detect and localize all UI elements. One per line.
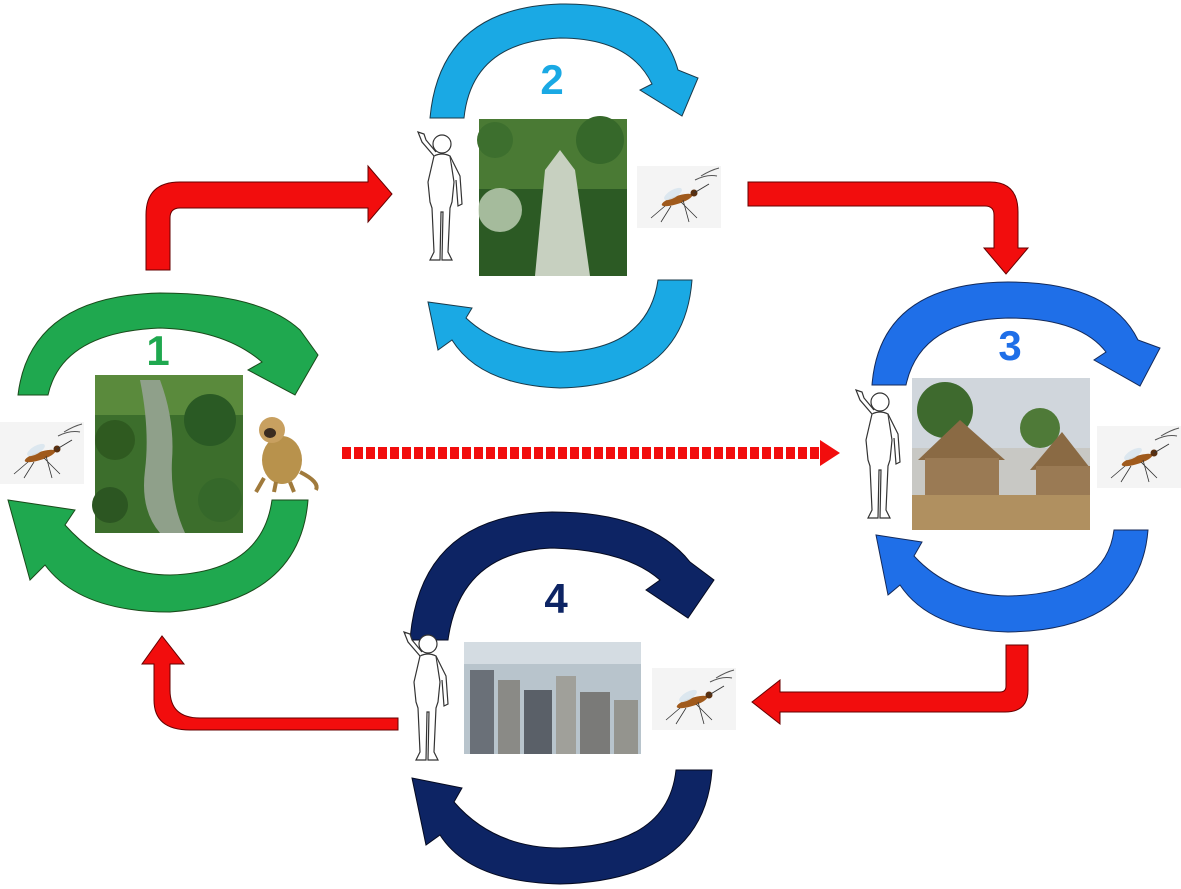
transfer-arrow-2-to-3 xyxy=(747,181,1030,275)
cycle-4-bottom-arrow xyxy=(411,769,713,885)
cycle-4: 4 xyxy=(403,511,737,885)
cycle-1-number: 1 xyxy=(146,327,169,374)
human-figure-icon xyxy=(855,389,901,519)
human-figure-icon xyxy=(403,631,449,761)
forest-river-photo xyxy=(92,375,243,533)
cycle-3: 3 xyxy=(855,281,1181,633)
forest-tree-photo xyxy=(477,116,627,276)
mosquito-icon xyxy=(0,421,85,485)
city-skyline-photo xyxy=(464,642,641,754)
human-figure-icon xyxy=(417,131,463,261)
monkey-icon xyxy=(254,417,319,493)
cycle-3-bottom-arrow xyxy=(875,529,1149,633)
transfer-arrow-3-to-4 xyxy=(751,644,1029,726)
cycle-4-number: 4 xyxy=(544,575,568,622)
transfer-arrow-1-to-3-dashed xyxy=(342,440,840,466)
transfer-arrows xyxy=(141,164,1030,731)
cycle-3-number: 3 xyxy=(998,322,1021,369)
transfer-arrow-1-to-2 xyxy=(145,164,393,271)
mosquito-icon xyxy=(636,165,722,229)
cycle-2: 2 xyxy=(417,3,722,389)
cycle-2-top-arrow xyxy=(429,3,699,119)
cycle-1-bottom-arrow xyxy=(7,499,309,613)
cycle-2-number: 2 xyxy=(540,56,563,103)
mosquito-icon xyxy=(1096,425,1181,489)
cycle-1: 1 xyxy=(0,292,319,613)
cycle-3-top-arrow xyxy=(871,281,1161,387)
village-huts-photo xyxy=(912,378,1090,530)
transfer-arrow-4-to-1 xyxy=(141,635,399,731)
cycle-2-bottom-arrow xyxy=(427,279,693,389)
cycle-1-top-arrow xyxy=(17,292,319,396)
cycle-4-top-arrow xyxy=(409,511,715,641)
mosquito-icon xyxy=(651,667,737,731)
